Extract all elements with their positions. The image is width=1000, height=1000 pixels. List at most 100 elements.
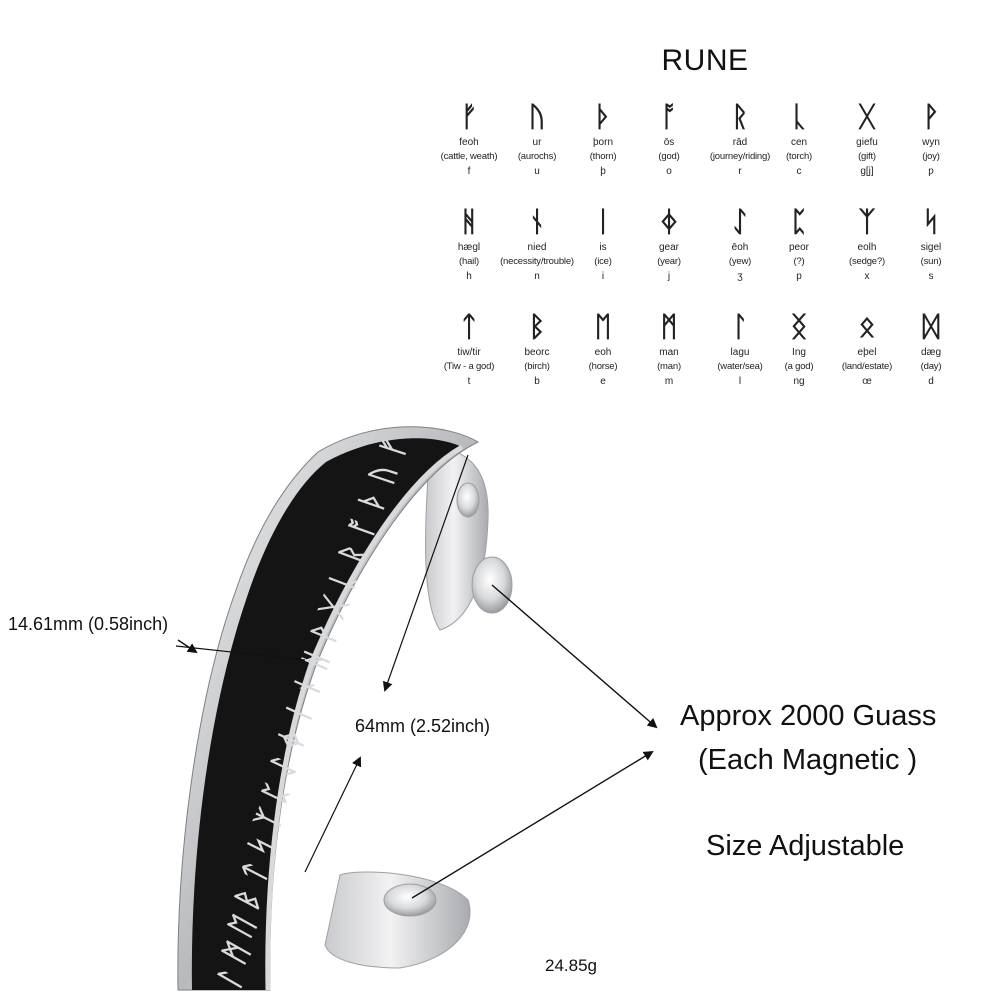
gauss-label: Approx 2000 Guass <box>680 700 937 732</box>
rune-letter: f <box>467 166 471 177</box>
rune-name: þorn <box>592 137 613 148</box>
rune-name: giefu <box>856 137 878 148</box>
rune-meaning: (day) <box>920 361 942 372</box>
rune-name: Ing <box>792 347 806 358</box>
rune-meaning: (?) <box>793 256 805 267</box>
rune-name: peor <box>788 242 809 253</box>
rune-name: ur <box>532 137 542 148</box>
rune-glyph: ᚩ <box>660 100 678 133</box>
magnet-arrow-upper <box>491 584 658 729</box>
rune-meaning: (thorn) <box>589 151 617 162</box>
rune-glyph: ᚹ <box>922 100 940 133</box>
magnet-arrow-lower <box>411 750 654 899</box>
rune-letter: h <box>466 271 472 282</box>
rune-name: rād <box>732 137 748 148</box>
rune-letter: ng <box>793 376 805 387</box>
size-adjustable-label: Size Adjustable <box>706 830 905 862</box>
width-arrow <box>177 639 198 654</box>
rune-letter: r <box>738 166 742 177</box>
rune-name: is <box>599 242 607 253</box>
rune-meaning: (hail) <box>459 256 479 267</box>
rune-name: beorc <box>524 347 550 358</box>
rune-letter: t <box>467 376 471 387</box>
rune-letter: d <box>928 376 934 387</box>
rune-letter: b <box>534 376 540 387</box>
rune-letter: g[j] <box>860 166 874 177</box>
band-rim-inner <box>265 444 464 991</box>
weight-label: 24.85g <box>545 956 597 975</box>
rune-name: dæg <box>920 347 941 358</box>
rune-name: man <box>659 347 679 358</box>
rune-letter: p <box>796 271 802 282</box>
rune-glyph: ᛇ <box>731 205 749 238</box>
rune-glyph: ᛄ <box>660 205 678 238</box>
diameter-label: 64mm (2.52inch) <box>355 716 491 736</box>
rune-meaning: (god) <box>658 151 680 162</box>
rune-glyph: ᚠ <box>460 100 478 133</box>
rune-name: lagu <box>730 347 750 358</box>
rune-meaning: (year) <box>657 256 681 267</box>
magnet-top-1 <box>456 482 480 518</box>
rune-glyph: ᚢ <box>528 100 546 133</box>
rune-meaning: (sedge?) <box>849 256 885 267</box>
rune-letter: u <box>534 166 540 177</box>
rune-entry: ᛋ sigel (sun) s <box>886 205 976 285</box>
rune-name: eþel <box>857 347 877 358</box>
rune-letter: e <box>600 376 606 387</box>
rune-glyph: ᛟ <box>858 310 876 343</box>
rune-name: ōs <box>663 137 675 148</box>
rune-meaning: (sun) <box>920 256 942 267</box>
rune-glyph: ᚳ <box>790 100 808 133</box>
diameter-line-lower <box>304 756 362 873</box>
rune-letter: n <box>534 271 540 282</box>
rune-letter: c <box>796 166 802 177</box>
rune-glyph: ᛝ <box>790 310 808 343</box>
rune-meaning: (water/sea) <box>717 361 763 372</box>
diameter-line-upper <box>382 454 469 692</box>
band-black <box>191 438 462 990</box>
rune-name: sigel <box>920 242 942 253</box>
rune-letter: ʒ <box>737 271 743 282</box>
rune-glyph: ᚾ <box>528 205 546 238</box>
rune-glyph: ᛋ <box>922 205 940 238</box>
rune-meaning: (man) <box>657 361 681 372</box>
rune-meaning: (ice) <box>594 256 612 267</box>
rune-meaning: (a god) <box>784 361 814 372</box>
rune-name: eolh <box>857 242 877 253</box>
rune-letter: l <box>738 376 742 387</box>
rune-name: nied <box>527 242 547 253</box>
rune-glyph: ᚦ <box>594 100 612 133</box>
rune-letter: s <box>928 271 934 282</box>
rune-entry: ᛝ Ing (a god) ng <box>754 310 844 390</box>
rune-meaning: (aurochs) <box>517 151 557 162</box>
width-label: 14.61mm (0.58inch) <box>8 614 169 634</box>
rune-meaning: (joy) <box>922 151 940 162</box>
rune-name: feoh <box>459 137 479 148</box>
rune-chart-title: RUNE <box>661 44 749 77</box>
rune-glyph: ᚷ <box>858 100 876 133</box>
rune-name: cen <box>790 137 808 148</box>
rune-meaning: (Tiw - a god) <box>443 361 495 372</box>
rune-glyph: ᛁ <box>594 205 612 238</box>
rune-meaning: (necessity/trouble) <box>500 256 574 267</box>
rune-meaning: (yew) <box>728 256 752 267</box>
rune-glyph: ᛗ <box>660 310 678 343</box>
rune-glyph: ᛏ <box>460 310 478 343</box>
rune-meaning: (horse) <box>588 361 618 372</box>
